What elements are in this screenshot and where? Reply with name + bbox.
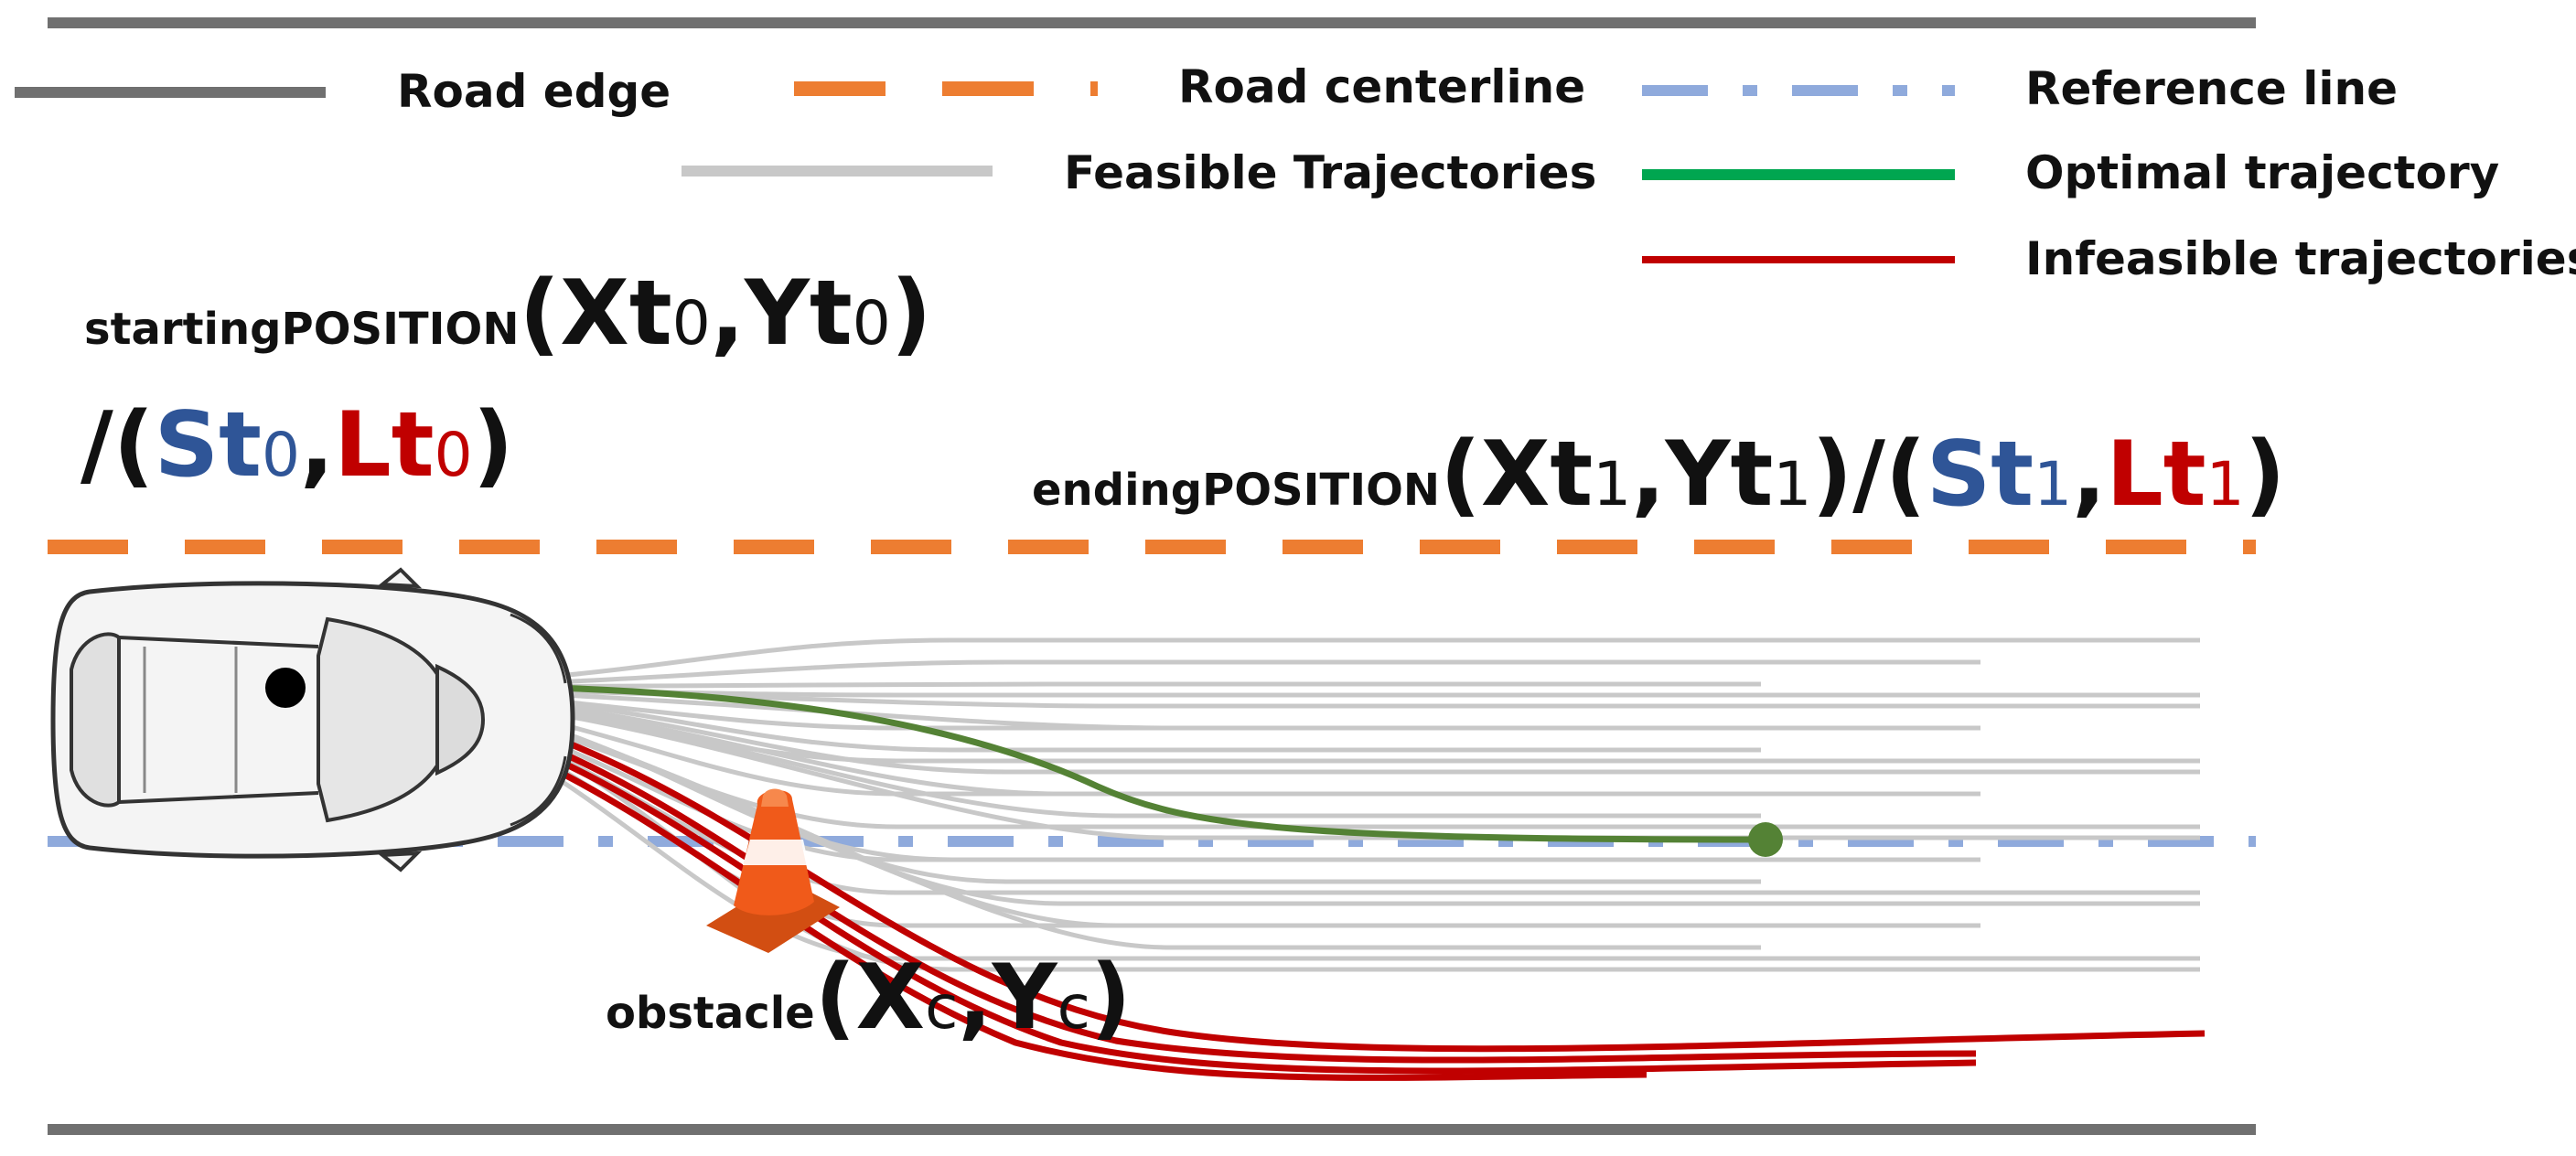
traffic-cone-icon <box>706 788 840 953</box>
starting-frenet-label: /(St0,Lt0) <box>80 393 513 498</box>
legend-reference-line-label: Reference line <box>2025 62 2398 115</box>
infeasible-trajectory <box>284 684 1977 1064</box>
car-top-view-icon <box>50 567 575 872</box>
ending-position-dot <box>1748 822 1783 857</box>
starting-position-dot <box>265 668 306 708</box>
starting-position-prefix: startingPOSITION <box>84 304 520 355</box>
optimal-trajectory <box>284 682 1766 843</box>
infeasible-trajectory <box>284 684 2206 1053</box>
obstacle-label: obstacle(Xc,Yc) <box>606 946 1132 1050</box>
obstacle-prefix: obstacle <box>606 988 815 1039</box>
legend-infeasible-label: Infeasible trajectories <box>2025 232 2576 285</box>
ending-position-label: endingPOSITION(Xt1,Yt1)/(St1,Lt1) <box>1032 423 2285 527</box>
legend-optimal-label: Optimal trajectory <box>2025 146 2499 199</box>
legend-road-edge-label: Road edge <box>397 65 671 118</box>
ending-position-prefix: endingPOSITION <box>1032 465 1440 516</box>
starting-position-label: startingPOSITION(Xt0,Yt0) <box>84 262 932 366</box>
legend-feasible-label: Feasible Trajectories <box>1064 146 1596 199</box>
legend: Road edge Road centerline Reference line… <box>15 60 2576 285</box>
infeasible-trajectory <box>284 684 1977 1075</box>
legend-road-centerline-label: Road centerline <box>1178 60 1585 113</box>
